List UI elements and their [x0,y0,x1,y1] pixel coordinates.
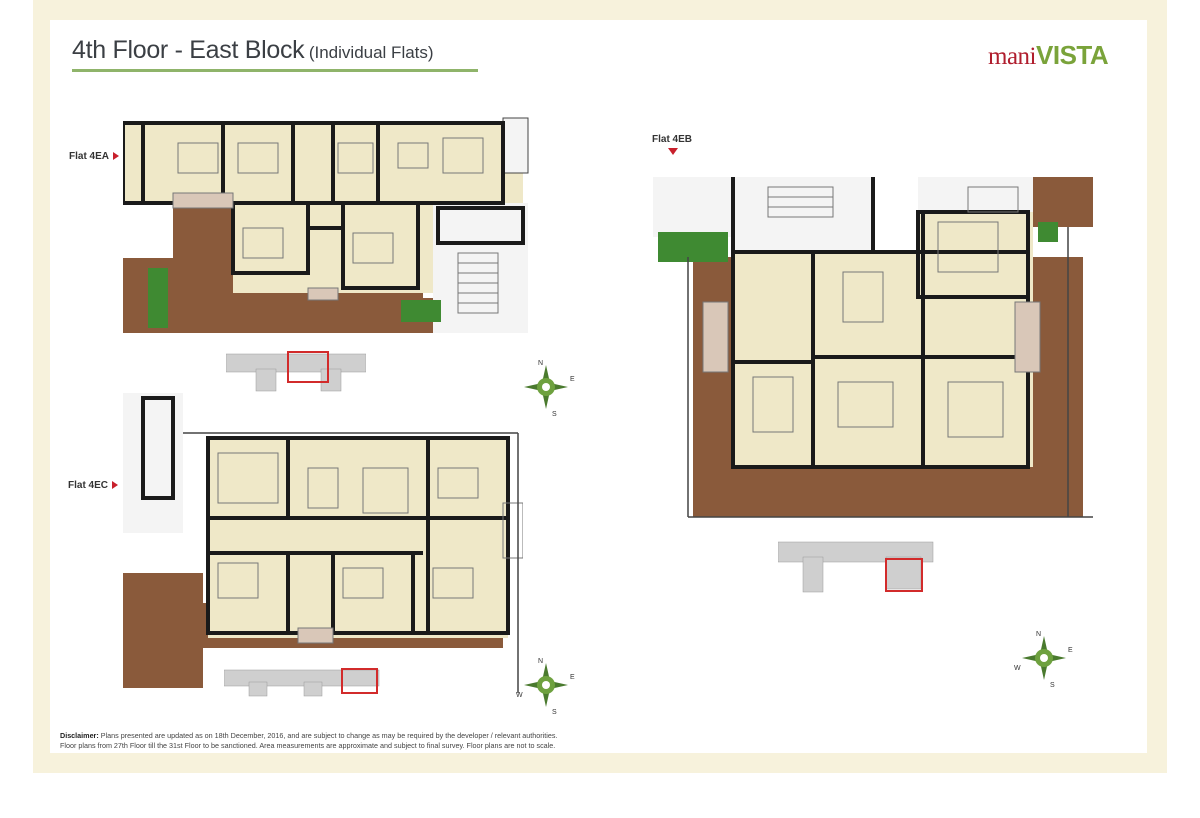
key-plan-4eb [778,541,934,593]
flat-4ea-label: Flat 4EA [69,151,120,162]
flat-4eb-pointer-icon [668,148,678,155]
floor-plan-4eb-drawing [653,177,1093,522]
page-title-main: 4th Floor - East Block [72,36,305,64]
compass-1-s-label: S [552,411,557,417]
flat-4eb-label: Flat 4EB [652,134,692,145]
floor-plan-4ea-drawing [123,108,533,348]
floor-plan-4eb [653,177,1093,522]
disclaimer-line-1: Disclaimer: Plans presented are updated … [60,731,620,741]
key-plan-4ea-highlight [287,351,329,383]
compass-1-icon: N E S W [516,360,575,418]
compass-3-icon: N E S W [1014,631,1073,689]
compass-2-n-label: N [538,658,543,665]
floor-plan-4ec [123,393,523,693]
key-plan-4eb-highlight [885,558,923,592]
flat-4ec-label: Flat 4EC [68,480,119,491]
flat-4ec-label-text: Flat 4EC [68,480,109,491]
page-title: 4th Floor - East Block (Individual Flats… [72,36,434,65]
disclaimer-heading: Disclaimer: [60,731,99,740]
disclaimer-text-2: Floor plans from 27th Floor till the 31s… [60,741,556,750]
compass-2-s-label: S [552,709,557,715]
compass-2-w-label: W [516,692,523,699]
compass-1-e-label: E [570,376,575,383]
key-plan-4ec [224,668,380,697]
compass-1-n-label: N [538,360,543,367]
page-title-subtitle: (Individual Flats) [308,43,434,62]
key-plan-4ea [226,351,366,392]
compass-rose-1: N E S W [516,357,576,418]
disclaimer-text-1: Plans presented are updated as on 18th D… [100,731,558,740]
compass-3-e-label: E [1068,647,1073,654]
compass-2-e-label: E [570,674,575,681]
brand-logo-part2: VISTA [1036,40,1109,70]
flat-4ec-pointer-icon [112,481,119,490]
brand-logo-part1: mani [988,43,1037,70]
floor-plan-4ec-drawing [123,393,523,693]
compass-2-icon: N E S W [516,658,575,716]
floor-plan-4ea [123,108,533,348]
flat-4eb-label-text: Flat 4EB [652,134,693,145]
compass-3-s-label: S [1050,682,1055,688]
key-plan-4ec-highlight [341,668,378,694]
compass-3-n-label: N [1036,631,1041,638]
title-underline [72,69,478,72]
compass-rose-3: N E S W [1014,628,1074,689]
flat-4ea-label-text: Flat 4EA [69,151,110,162]
compass-rose-2: N E S W [516,655,576,716]
compass-3-w-label: W [1014,665,1021,672]
disclaimer: Disclaimer: Plans presented are updated … [60,731,620,751]
brand-logo: maniVISTA [988,40,1109,71]
flat-4ea-pointer-icon [113,152,120,161]
